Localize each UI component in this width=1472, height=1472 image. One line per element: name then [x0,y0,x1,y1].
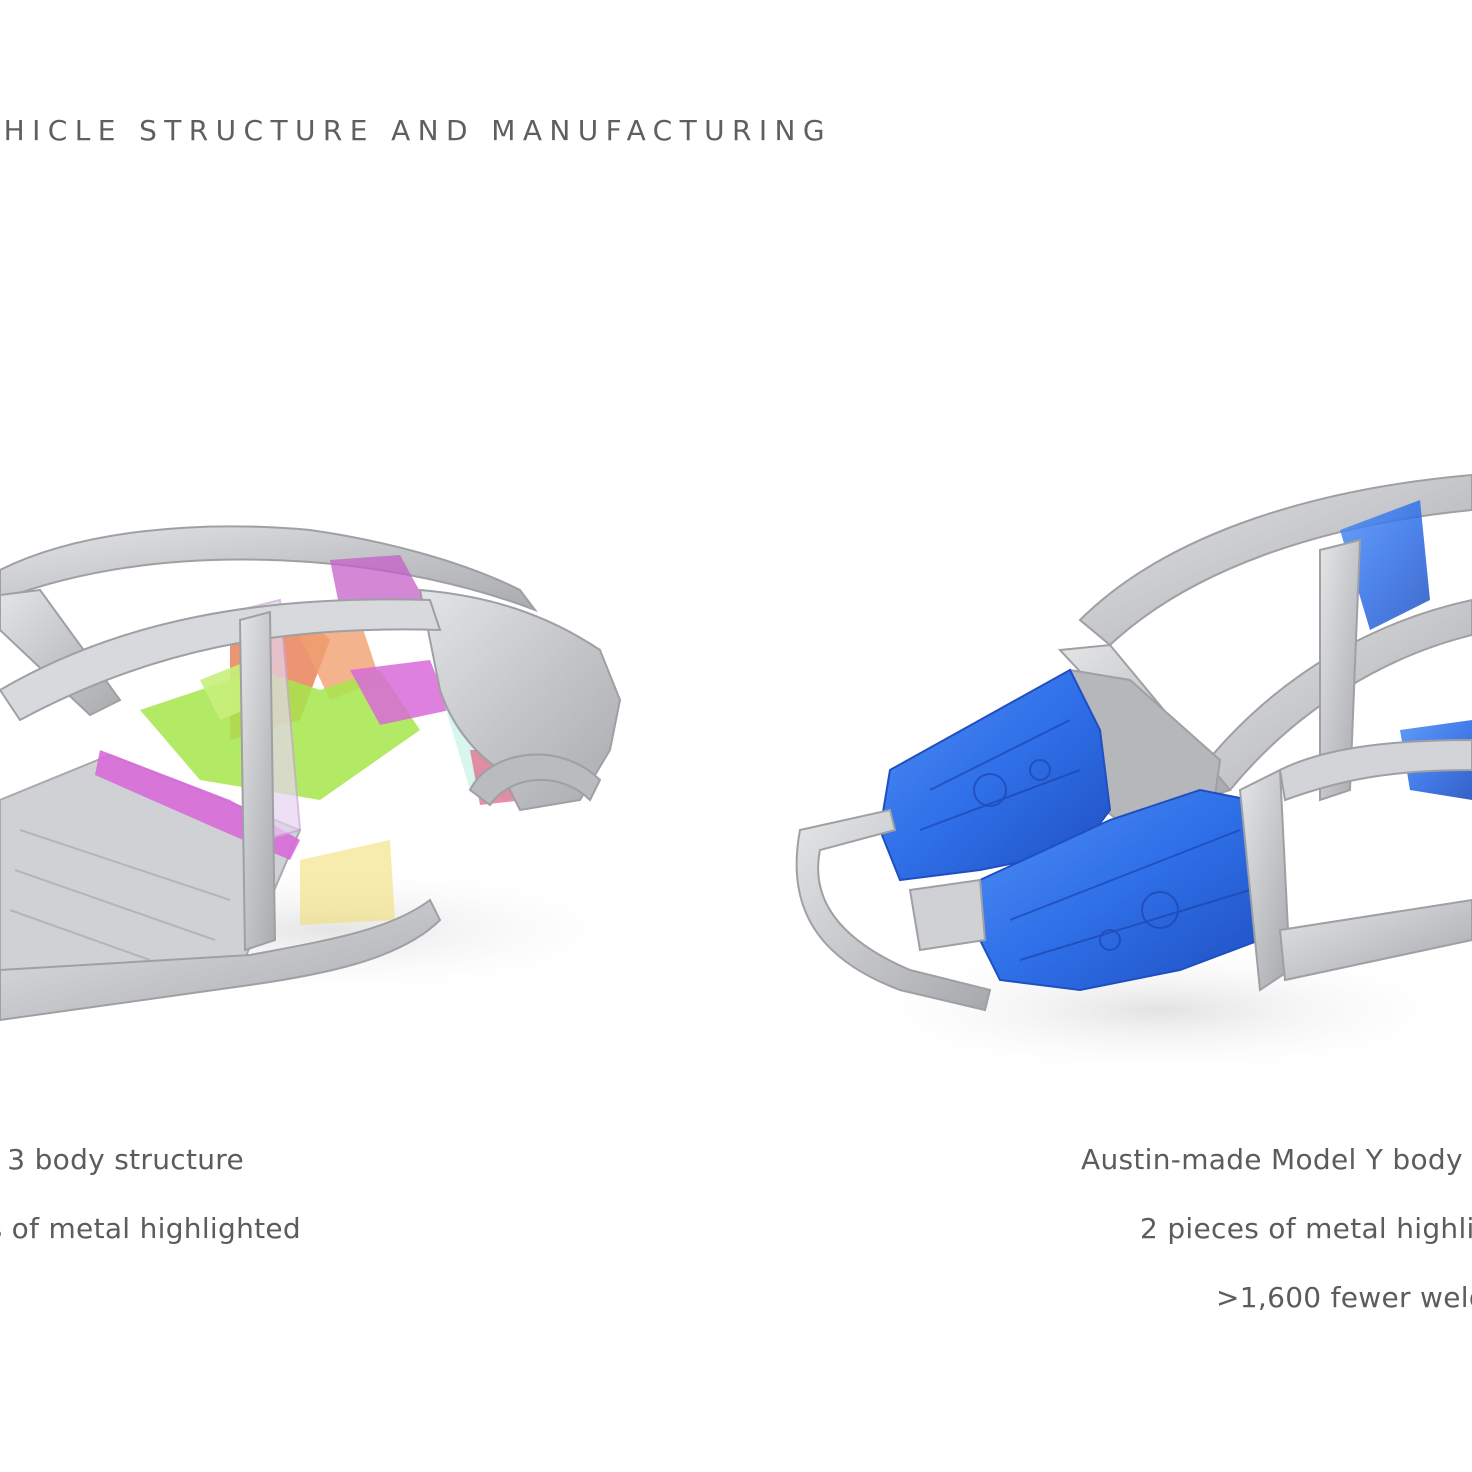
right-caption-title: Austin-made Model Y body structure [1081,1143,1472,1176]
left-caption-title: Model 3 body structure [0,1143,244,1176]
right-caption-welds: >1,600 fewer welds [1216,1281,1472,1314]
right-caption-metal: 2 pieces of metal highlighted [1140,1212,1472,1245]
page-heading: VEHICLE STRUCTURE AND MANUFACTURING [0,114,832,147]
model-y-body-illustration [795,473,1472,1080]
model-3-body-illustration [0,525,640,1022]
left-caption-metal: 70 pieces of metal highlighted [0,1212,301,1245]
